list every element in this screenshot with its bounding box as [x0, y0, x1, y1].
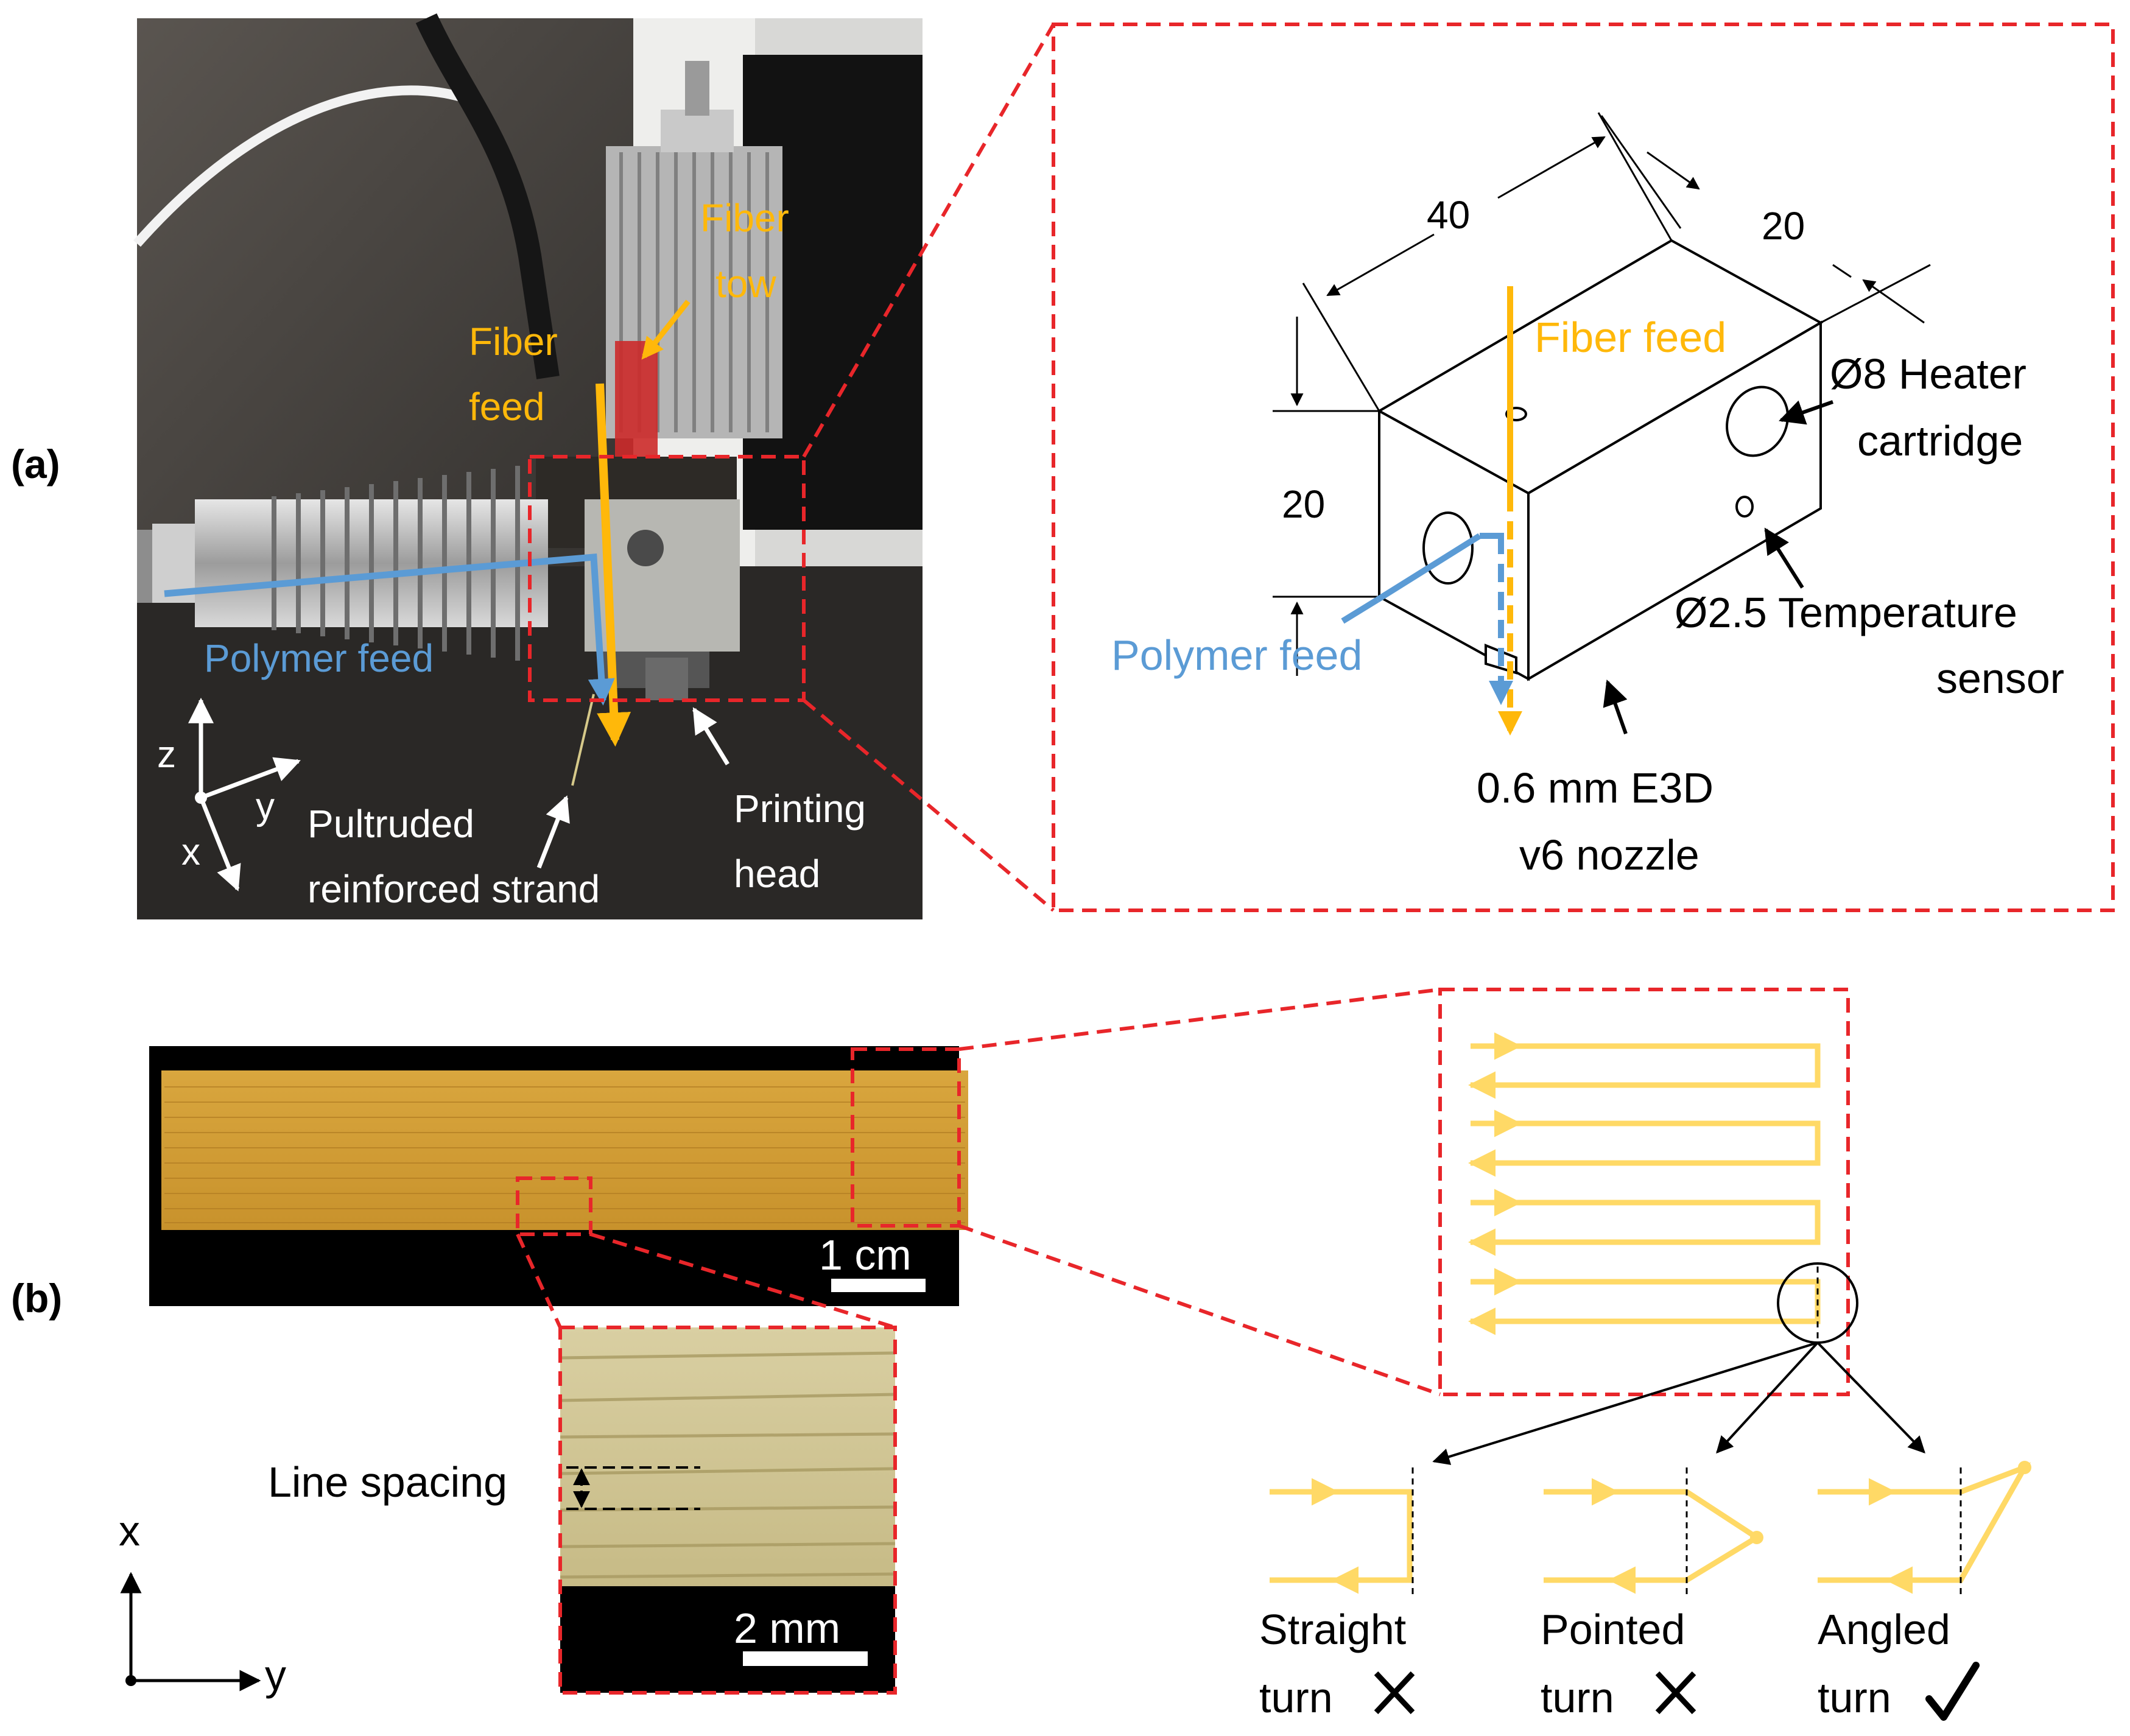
photo-y-label: y	[256, 785, 275, 828]
b-x-axis-label: x	[119, 1507, 140, 1555]
xy-axes	[120, 1572, 261, 1692]
heater-label-1: Ø8 Heater	[1830, 350, 2026, 398]
head-pointer	[692, 707, 729, 765]
nozzle-label-1: 0.6 mm E3D	[1477, 764, 1713, 812]
photo-z-label: z	[157, 734, 176, 776]
head-label-1: Printing	[734, 787, 866, 831]
sensor-label-1: Ø2.5 Temperature	[1675, 589, 2017, 636]
schematic-labels: 40 20 20 Fiber feed Polymer feed Ø8 Heat…	[1111, 193, 2064, 879]
b-y-axis-label: y	[265, 1651, 286, 1699]
polymer-feed-arrow	[164, 553, 615, 706]
sensor-label-2: sensor	[1936, 655, 2064, 702]
strand-label-2: reinforced strand	[308, 867, 600, 911]
zoom-inset-photo: 2 mm	[560, 1327, 896, 1693]
fiber-tow-label-2: tow	[715, 262, 776, 306]
turn-straight-label-1: Straight	[1259, 1606, 1406, 1653]
dim-length-label: 40	[1427, 193, 1470, 237]
turn-pointed	[1544, 1467, 1763, 1595]
scale-bar-1cm	[831, 1279, 926, 1292]
turn-angled	[1818, 1461, 2031, 1595]
callout-a	[528, 23, 2115, 912]
schematic-fiber-feed-label: Fiber feed	[1534, 314, 1726, 361]
cross-icon	[1655, 1671, 1696, 1715]
strand-label-1: Pultruded	[308, 802, 474, 846]
turn-straight-label-2: turn	[1259, 1674, 1333, 1721]
polymer-feed-label: Polymer feed	[204, 636, 434, 680]
heater-label-2: cartridge	[1857, 417, 2023, 465]
callout-b	[516, 988, 1850, 1695]
check-icon	[1925, 1662, 1980, 1721]
photo-y-axis	[200, 757, 301, 800]
toolpath-diagram	[1432, 1032, 1925, 1465]
turn-angled-label-1: Angled	[1818, 1606, 1950, 1653]
fiber-feed-label-2: feed	[469, 385, 545, 429]
strand-pointer	[536, 795, 570, 869]
photo-x-axis	[199, 796, 241, 891]
dim-height-label: 20	[1282, 482, 1325, 526]
fiber-tow-label-1: Fiber	[700, 196, 789, 240]
heater-block-schematic	[1273, 112, 1931, 736]
photo-annotations: Fiber tow Fiber feed Polymer feed z y x …	[157, 196, 866, 911]
head-label-2: head	[734, 852, 820, 896]
cross-icon	[1374, 1671, 1415, 1715]
fiber-feed-label-1: Fiber	[469, 320, 558, 364]
dim-width-label: 20	[1762, 204, 1805, 248]
specimen-photo: 1 cm	[149, 1046, 968, 1306]
scale-2mm-label: 2 mm	[734, 1604, 840, 1652]
line-spacing-label: Line spacing	[268, 1458, 507, 1506]
photo-x-label: x	[181, 831, 200, 873]
turn-pointed-label-2: turn	[1541, 1674, 1614, 1721]
panel-label-a: (a)	[11, 441, 60, 487]
nozzle-label-2: v6 nozzle	[1519, 831, 1699, 879]
fiber-tow-pointer	[641, 300, 691, 360]
panel-label-b: (b)	[11, 1276, 62, 1321]
turn-straight	[1270, 1467, 1414, 1595]
scale-bar-2mm	[743, 1651, 868, 1666]
turn-angled-label-2: turn	[1818, 1674, 1891, 1721]
turn-pointed-label-1: Pointed	[1541, 1606, 1685, 1653]
scale-1cm-label: 1 cm	[819, 1231, 912, 1279]
schematic-polymer-feed-label: Polymer feed	[1111, 631, 1362, 679]
